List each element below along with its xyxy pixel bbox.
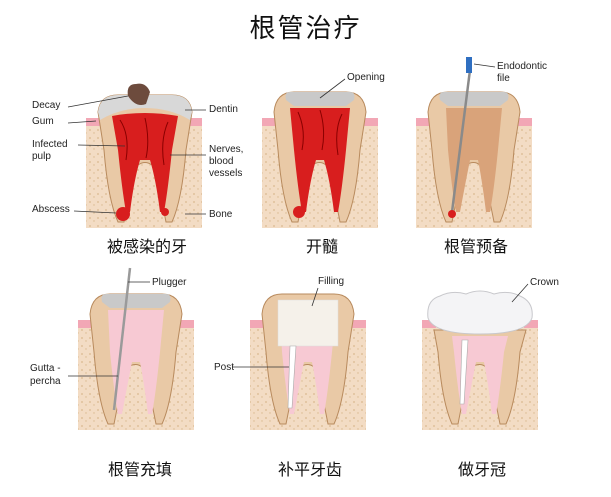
label-nerves: Nerves,	[209, 144, 243, 155]
caption-crown: 做牙冠	[457, 460, 506, 479]
label-gutta: Gutta -	[30, 363, 61, 374]
leader-decay	[67, 95, 129, 108]
gum-right	[188, 118, 202, 126]
gum-left	[78, 320, 92, 328]
gum-right	[518, 118, 532, 126]
label-dentin: Dentin	[209, 104, 238, 115]
label-gum: Gum	[32, 116, 54, 127]
panel-crown: Crown	[422, 277, 559, 430]
leader-filling	[311, 287, 319, 307]
label-vessels: vessels	[209, 168, 242, 179]
filling-material	[277, 299, 339, 347]
label-pulp: pulp	[32, 151, 51, 162]
label-decay: Decay	[32, 100, 60, 111]
caption-post-filling: 补平牙齿	[277, 460, 342, 479]
gum-left	[416, 118, 430, 126]
label-post: Post	[214, 362, 234, 373]
caption-infected-tooth: 被感染的牙	[106, 237, 187, 256]
label-crown: Crown	[530, 277, 559, 288]
leader-endodontic	[473, 63, 496, 68]
label-blood: blood	[209, 156, 233, 167]
label-endodontic: Endodontic	[497, 61, 547, 72]
label-bone: Bone	[209, 209, 233, 220]
infected-pulp	[112, 113, 178, 212]
panel-post-filling: Filling Post	[214, 276, 366, 430]
gum-left	[250, 320, 264, 328]
caption-opening: 开髓	[305, 237, 338, 256]
root-tip-infection	[161, 208, 169, 216]
caption-canal-filling: 根管充填	[107, 460, 172, 479]
caption-preparation: 根管预备	[443, 237, 508, 256]
leader-gum	[67, 120, 97, 124]
enamel	[98, 95, 192, 120]
plugger	[112, 267, 132, 411]
gum-right	[352, 320, 366, 328]
panel-opening: Opening	[262, 72, 385, 228]
endodontic-file	[450, 69, 472, 213]
label-filling: Filling	[318, 276, 344, 287]
gum-right	[180, 320, 194, 328]
abscess	[293, 206, 305, 218]
leader-crown	[511, 283, 529, 303]
panel-preparation: Endodontic file	[416, 57, 547, 228]
page-title: 根管治疗	[249, 14, 362, 44]
root-tip	[448, 210, 456, 218]
post	[287, 345, 297, 409]
cleaned-canal	[446, 108, 502, 212]
gum-left	[262, 118, 276, 126]
decay	[127, 83, 150, 105]
access-opening	[101, 294, 171, 308]
access-opening	[285, 92, 355, 106]
nerves	[297, 109, 343, 156]
label-plugger: Plugger	[152, 277, 187, 288]
leader-abscess	[73, 210, 117, 214]
nerves	[119, 117, 169, 166]
panel-canal-filling: Plugger Gutta - percha	[30, 267, 194, 430]
panel-infected-tooth: Decay Gum Infected pulp Abscess Dentin N…	[32, 83, 243, 228]
gum-right	[364, 118, 378, 126]
label-file: file	[497, 73, 510, 84]
access-opening	[439, 92, 509, 106]
label-percha: percha	[30, 376, 61, 387]
file-handle	[466, 57, 472, 73]
label-abscess: Abscess	[32, 204, 70, 215]
crown	[427, 290, 533, 335]
infected-pulp	[290, 108, 350, 212]
label-infected: Infected	[32, 139, 68, 150]
post	[459, 339, 469, 405]
label-opening: Opening	[347, 72, 385, 83]
leader-opening	[319, 78, 346, 99]
leader-pulp	[77, 144, 126, 147]
gum-left	[86, 118, 100, 126]
abscess	[116, 207, 130, 221]
